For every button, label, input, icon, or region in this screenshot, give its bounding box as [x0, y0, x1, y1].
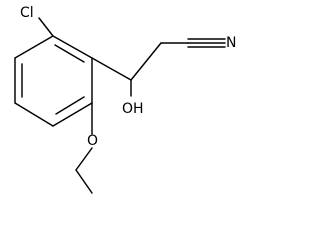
ring-bond-top-left: [52, 35, 93, 59]
ring-bond-upper-left: [14, 35, 54, 59]
chlorine-bond: [38, 17, 54, 37]
hydroxyl-label: OH: [122, 101, 144, 117]
ethyl-carbon-carbon-bond: [75, 169, 93, 194]
chlorine-label: Cl: [20, 5, 34, 21]
ring-to-carbinol-bond: [91, 57, 132, 81]
chemical-structure-diagram: Cl OH N O: [14, 5, 236, 194]
aromatic-inner-bond-right: [55, 96, 85, 115]
ether-oxygen-label: O: [87, 133, 98, 149]
ether-oxygen-to-ethyl-bond: [75, 147, 93, 171]
carbinol-to-methylene-bond: [130, 42, 162, 81]
ring-bond-bottom-left: [14, 102, 54, 127]
ring-bond-right-bottom: [52, 102, 93, 127]
aromatic-inner-bond-top: [54, 44, 85, 63]
nitrile-nitrogen-label: N: [226, 35, 236, 51]
